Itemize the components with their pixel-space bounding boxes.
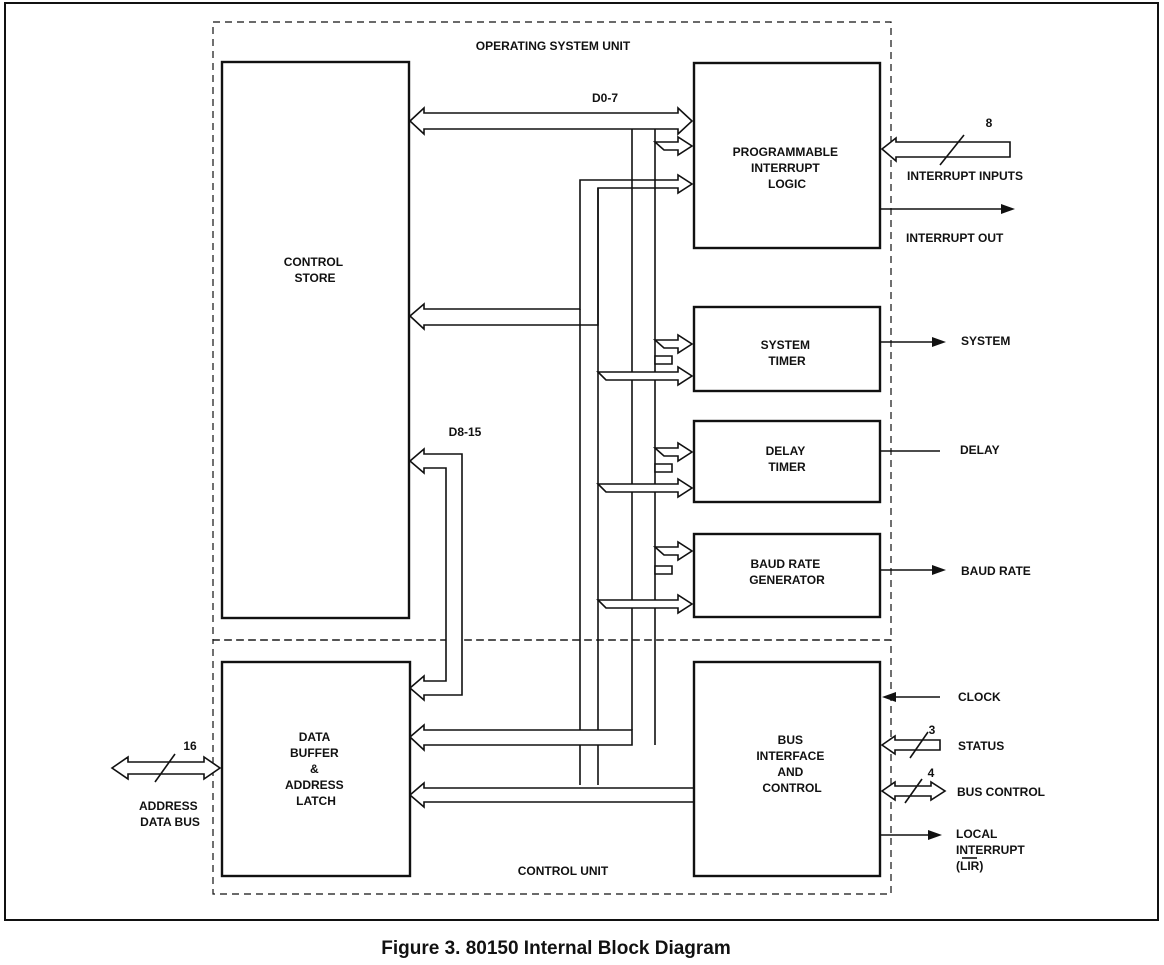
system-arrowhead xyxy=(932,337,946,347)
clock-label: CLOCK xyxy=(958,690,1001,704)
baud-rate-arrowhead xyxy=(932,565,946,575)
d0-7-label: D0-7 xyxy=(592,91,618,105)
interrupt-out-label: INTERRUPT OUT xyxy=(906,231,1004,245)
address-bus-width-slash xyxy=(154,753,176,783)
delay-timer-label: DELAY TIMER xyxy=(766,444,809,474)
bus-control-width: 4 xyxy=(928,766,935,780)
address-data-bus xyxy=(110,755,222,781)
control-unit-region xyxy=(212,639,892,895)
control-store-label: CONTROL STORE xyxy=(284,255,346,285)
d0-7-bus xyxy=(408,106,694,136)
control-unit-label: CONTROL UNIT xyxy=(518,864,609,878)
data-buffer-address-latch-block xyxy=(220,660,412,878)
lir-label: LOCAL INTERRUPT (LIR) xyxy=(956,827,1028,873)
bus-control-label: BUS CONTROL xyxy=(957,785,1045,799)
address-data-bus-label: ADDRESS DATA BUS xyxy=(139,799,201,829)
interrupt-out-arrowhead xyxy=(1001,204,1015,214)
system-timer-input-a xyxy=(652,333,694,355)
bus-interface-control-block xyxy=(692,660,882,878)
os-unit-label: OPERATING SYSTEM UNIT xyxy=(476,39,631,53)
interrupt-inputs-width: 8 xyxy=(986,116,993,130)
delay-timer-input-c xyxy=(654,463,673,473)
d8-15-bus xyxy=(408,447,463,702)
pil-label: PROGRAMMABLE INTERRUPT LOGIC xyxy=(733,145,842,191)
data-buffer-input-a xyxy=(408,723,633,752)
status-width-slash xyxy=(909,731,929,759)
status-bus xyxy=(880,734,941,756)
data-buffer-label: DATA BUFFER & ADDRESS LATCH xyxy=(285,730,347,808)
bus-control-width-slash xyxy=(904,778,923,804)
figure-caption: Figure 3. 80150 Internal Block Diagram xyxy=(381,938,731,959)
baud-gen-input-a xyxy=(652,540,694,562)
lir-arrowhead xyxy=(928,830,942,840)
delay-timer-block xyxy=(692,419,882,504)
status-label: STATUS xyxy=(958,739,1004,753)
delay-timer-input-b xyxy=(596,477,694,499)
status-width: 3 xyxy=(929,723,936,737)
baud-gen-label: BAUD RATE GENERATOR xyxy=(749,557,825,587)
system-timer-block xyxy=(692,305,882,393)
data-buffer-input-b xyxy=(408,781,695,809)
bus-interface-label: BUS INTERFACE AND CONTROL xyxy=(756,733,827,795)
delay-timer-input-a xyxy=(652,441,694,463)
baud-rate-generator-block xyxy=(692,532,882,619)
interrupt-inputs-bus xyxy=(880,136,1011,163)
d8-15-label: D8-15 xyxy=(449,425,482,439)
interrupt-inputs-width-slash xyxy=(939,134,965,166)
delay-label: DELAY xyxy=(960,443,1000,457)
system-label: SYSTEM xyxy=(961,334,1010,348)
programmable-interrupt-logic-block xyxy=(692,61,882,250)
control-store-feed-bus xyxy=(408,173,694,331)
system-timer-label: SYSTEM TIMER xyxy=(761,338,814,368)
system-timer-input-c xyxy=(654,355,673,365)
system-timer-input-b xyxy=(596,365,694,387)
interrupt-inputs-label: INTERRUPT INPUTS xyxy=(907,169,1023,183)
baud-gen-input-c xyxy=(654,565,673,575)
address-bus-width: 16 xyxy=(183,739,197,753)
outer-frame xyxy=(4,2,1159,921)
control-store-block xyxy=(220,60,411,620)
baud-rate-label: BAUD RATE xyxy=(961,564,1031,578)
clock-arrowhead xyxy=(882,692,896,702)
baud-gen-input-b xyxy=(596,593,694,615)
pil-input-bus xyxy=(652,135,694,157)
